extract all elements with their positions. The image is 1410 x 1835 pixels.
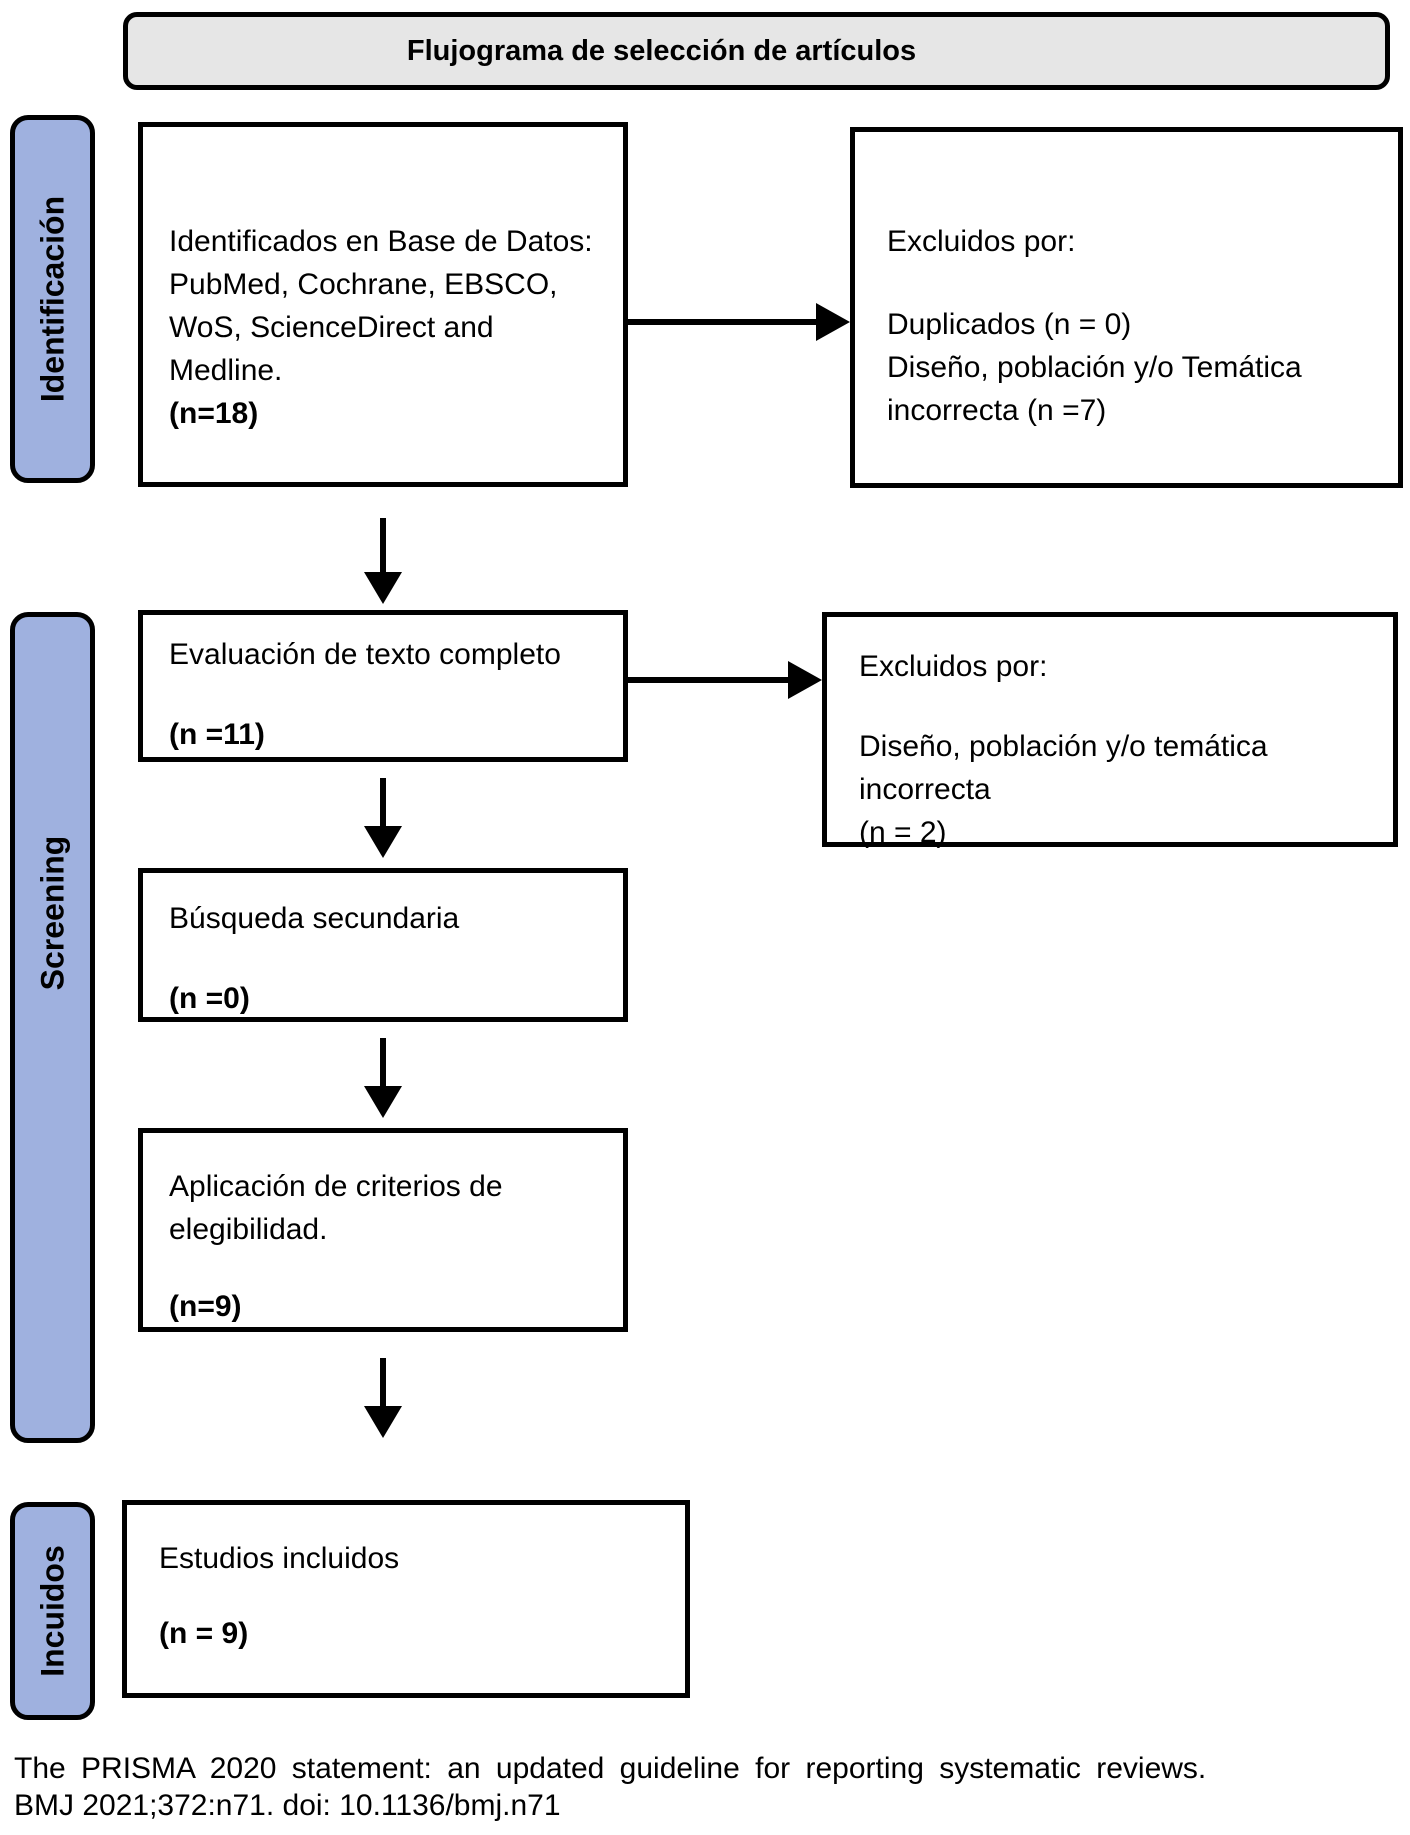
diagram-title: Flujograma de selección de artículos: [123, 12, 1390, 90]
stage-bar-identification: Identificación: [10, 115, 95, 483]
excluded-reason: Duplicados (n = 0): [887, 308, 1132, 341]
box-fulltext-line: Evaluación de texto completo: [169, 638, 561, 671]
box-identified: Identificados en Base de Datos: PubMed, …: [138, 122, 628, 487]
stage-bar-included: Incuidos: [10, 1502, 95, 1720]
box-identified-line: Medline.: [169, 354, 283, 387]
excluded-reason: incorrecta: [859, 773, 991, 806]
stage-label-identification: Identificación: [34, 195, 70, 403]
citation: The PRISMA 2020 statement: an updated gu…: [14, 1750, 1314, 1824]
box-included: Estudios incluidos (n = 9): [122, 1500, 690, 1698]
stage-label-screening: Screening: [34, 835, 70, 991]
citation-line: BMJ 2021;372:n71. doi: 10.1136/bmj.n71: [14, 1789, 561, 1822]
box-excluded-identification: Excluidos por: Duplicados (n = 0) Diseño…: [850, 127, 1403, 488]
excluded-heading: Excluidos por:: [887, 225, 1076, 258]
box-eligibility-count: (n=9): [169, 1290, 242, 1323]
box-fulltext: Evaluación de texto completo (n =11): [138, 610, 628, 762]
box-secondary-line: Búsqueda secundaria: [169, 902, 460, 935]
stage-bar-screening: Screening: [10, 612, 95, 1443]
box-eligibility: Aplicación de criterios de elegibilidad.…: [138, 1128, 628, 1332]
box-included-count: (n = 9): [159, 1617, 249, 1650]
excluded-heading: Excluidos por:: [859, 650, 1048, 683]
box-identified-line: WoS, ScienceDirect and: [169, 311, 494, 344]
box-excluded-screening: Excluidos por: Diseño, población y/o tem…: [822, 612, 1398, 849]
excluded-reason: (n = 2): [859, 816, 947, 849]
excluded-reason: incorrecta (n =7): [887, 394, 1107, 427]
stage-label-included: Incuidos: [34, 1545, 70, 1677]
box-eligibility-line: elegibilidad.: [169, 1213, 328, 1246]
box-identified-line: Identificados en Base de Datos:: [169, 225, 593, 258]
box-identified-count: (n=18): [169, 397, 259, 430]
excluded-reason: Diseño, población y/o Temática: [887, 351, 1302, 384]
box-identified-line: PubMed, Cochrane, EBSCO,: [169, 268, 558, 301]
box-secondary-count: (n =0): [169, 982, 250, 1015]
box-included-line: Estudios incluidos: [159, 1542, 400, 1575]
box-secondary: Búsqueda secundaria (n =0): [138, 868, 628, 1022]
excluded-reason: Diseño, población y/o temática: [859, 730, 1268, 763]
box-eligibility-line: Aplicación de criterios de: [169, 1170, 503, 1203]
box-fulltext-count: (n =11): [169, 718, 265, 751]
citation-line: The PRISMA 2020 statement: an updated gu…: [14, 1752, 1207, 1785]
